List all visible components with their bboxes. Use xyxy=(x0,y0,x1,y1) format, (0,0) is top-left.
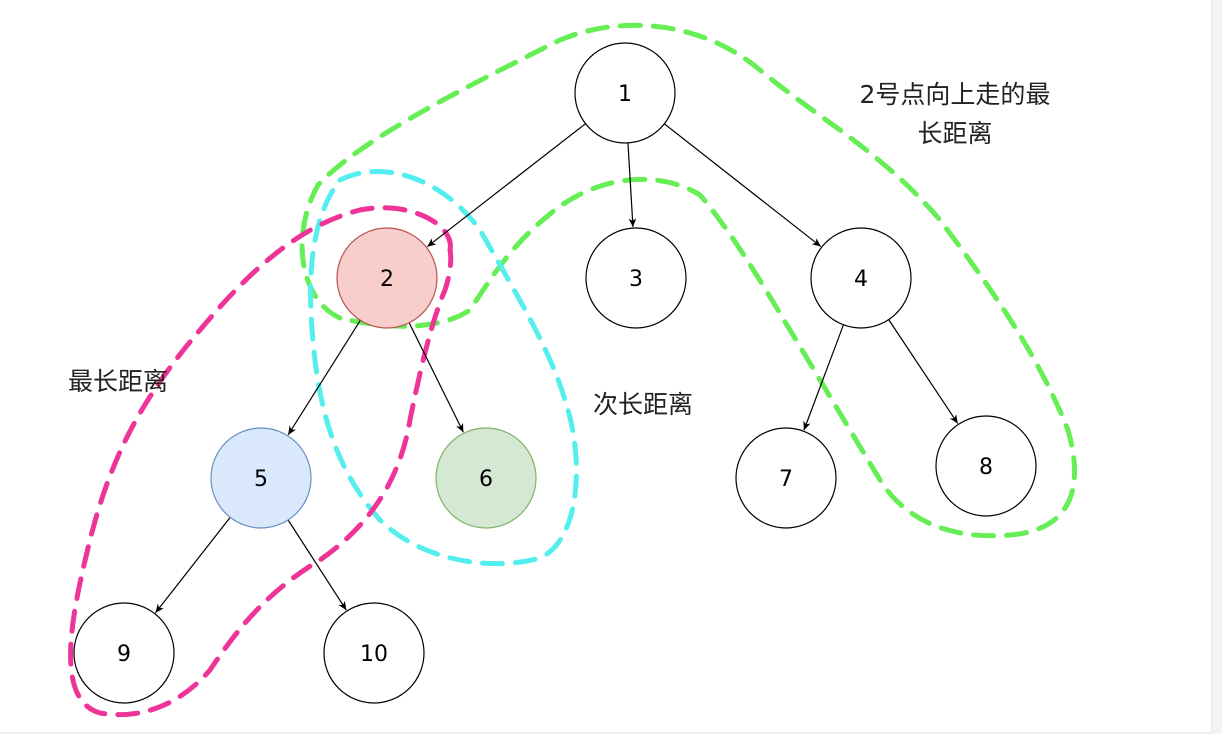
tree-node-7[interactable]: 7 xyxy=(735,427,837,529)
tree-node-3[interactable]: 3 xyxy=(585,227,687,329)
bottom-divider xyxy=(0,732,1212,734)
tree-node-1[interactable]: 1 xyxy=(574,42,676,144)
up-longest-label-line2: 长距离 xyxy=(917,119,992,148)
node-label-5: 5 xyxy=(254,467,268,492)
up-longest-label-line1: 2号点向上走的最 xyxy=(860,80,1051,109)
edge-5-10 xyxy=(287,519,347,611)
path-outlines xyxy=(68,22,1077,718)
node-circle-10[interactable] xyxy=(323,602,425,704)
edge-5-9 xyxy=(154,517,231,614)
vertical-scrollbar[interactable] xyxy=(1211,0,1222,734)
tree-edges xyxy=(154,123,959,614)
node-circle-1[interactable] xyxy=(574,42,676,144)
tree-node-2[interactable]: 2 xyxy=(336,227,438,329)
tree-node-10[interactable]: 10 xyxy=(323,602,425,704)
node-circle-6[interactable] xyxy=(435,427,537,529)
node-label-3: 3 xyxy=(629,267,643,292)
node-label-1: 1 xyxy=(618,82,632,107)
longest-outline xyxy=(68,205,454,718)
node-circle-9[interactable] xyxy=(73,602,175,704)
tree-node-9[interactable]: 9 xyxy=(73,602,175,704)
longest-label: 最长距离 xyxy=(68,367,168,396)
tree-node-4[interactable]: 4 xyxy=(810,227,912,329)
node-circle-4[interactable] xyxy=(810,227,912,329)
node-circle-2[interactable] xyxy=(336,227,438,329)
node-circle-3[interactable] xyxy=(585,227,687,329)
tree-nodes: 1 2 3 4 5 6 7 8 9 10 xyxy=(73,42,1037,704)
node-label-7: 7 xyxy=(779,467,793,492)
node-circle-7[interactable] xyxy=(735,427,837,529)
edge-1-4 xyxy=(663,123,822,248)
annotations: 2号点向上走的最 长距离 最长距离 次长距离 xyxy=(68,80,1050,419)
edge-4-7 xyxy=(803,324,845,431)
node-label-8: 8 xyxy=(979,455,993,480)
node-label-6: 6 xyxy=(479,467,493,492)
up-path-outline xyxy=(299,22,1077,539)
node-circle-8[interactable] xyxy=(935,415,1037,517)
edge-1-2 xyxy=(426,123,586,248)
second-longest-outline xyxy=(308,169,579,567)
node-label-10: 10 xyxy=(360,642,388,667)
tree-node-5[interactable]: 5 xyxy=(210,427,312,529)
tree-node-8[interactable]: 8 xyxy=(935,415,1037,517)
tree-node-6[interactable]: 6 xyxy=(435,427,537,529)
second-longest-label: 次长距离 xyxy=(593,390,693,419)
node-label-2: 2 xyxy=(380,267,394,292)
node-label-9: 9 xyxy=(117,642,131,667)
edge-2-6 xyxy=(408,322,464,433)
edge-2-5 xyxy=(287,319,361,436)
edge-4-8 xyxy=(888,319,959,424)
node-circle-5[interactable] xyxy=(210,427,312,529)
node-label-4: 4 xyxy=(854,267,868,292)
edge-1-3 xyxy=(627,142,637,228)
